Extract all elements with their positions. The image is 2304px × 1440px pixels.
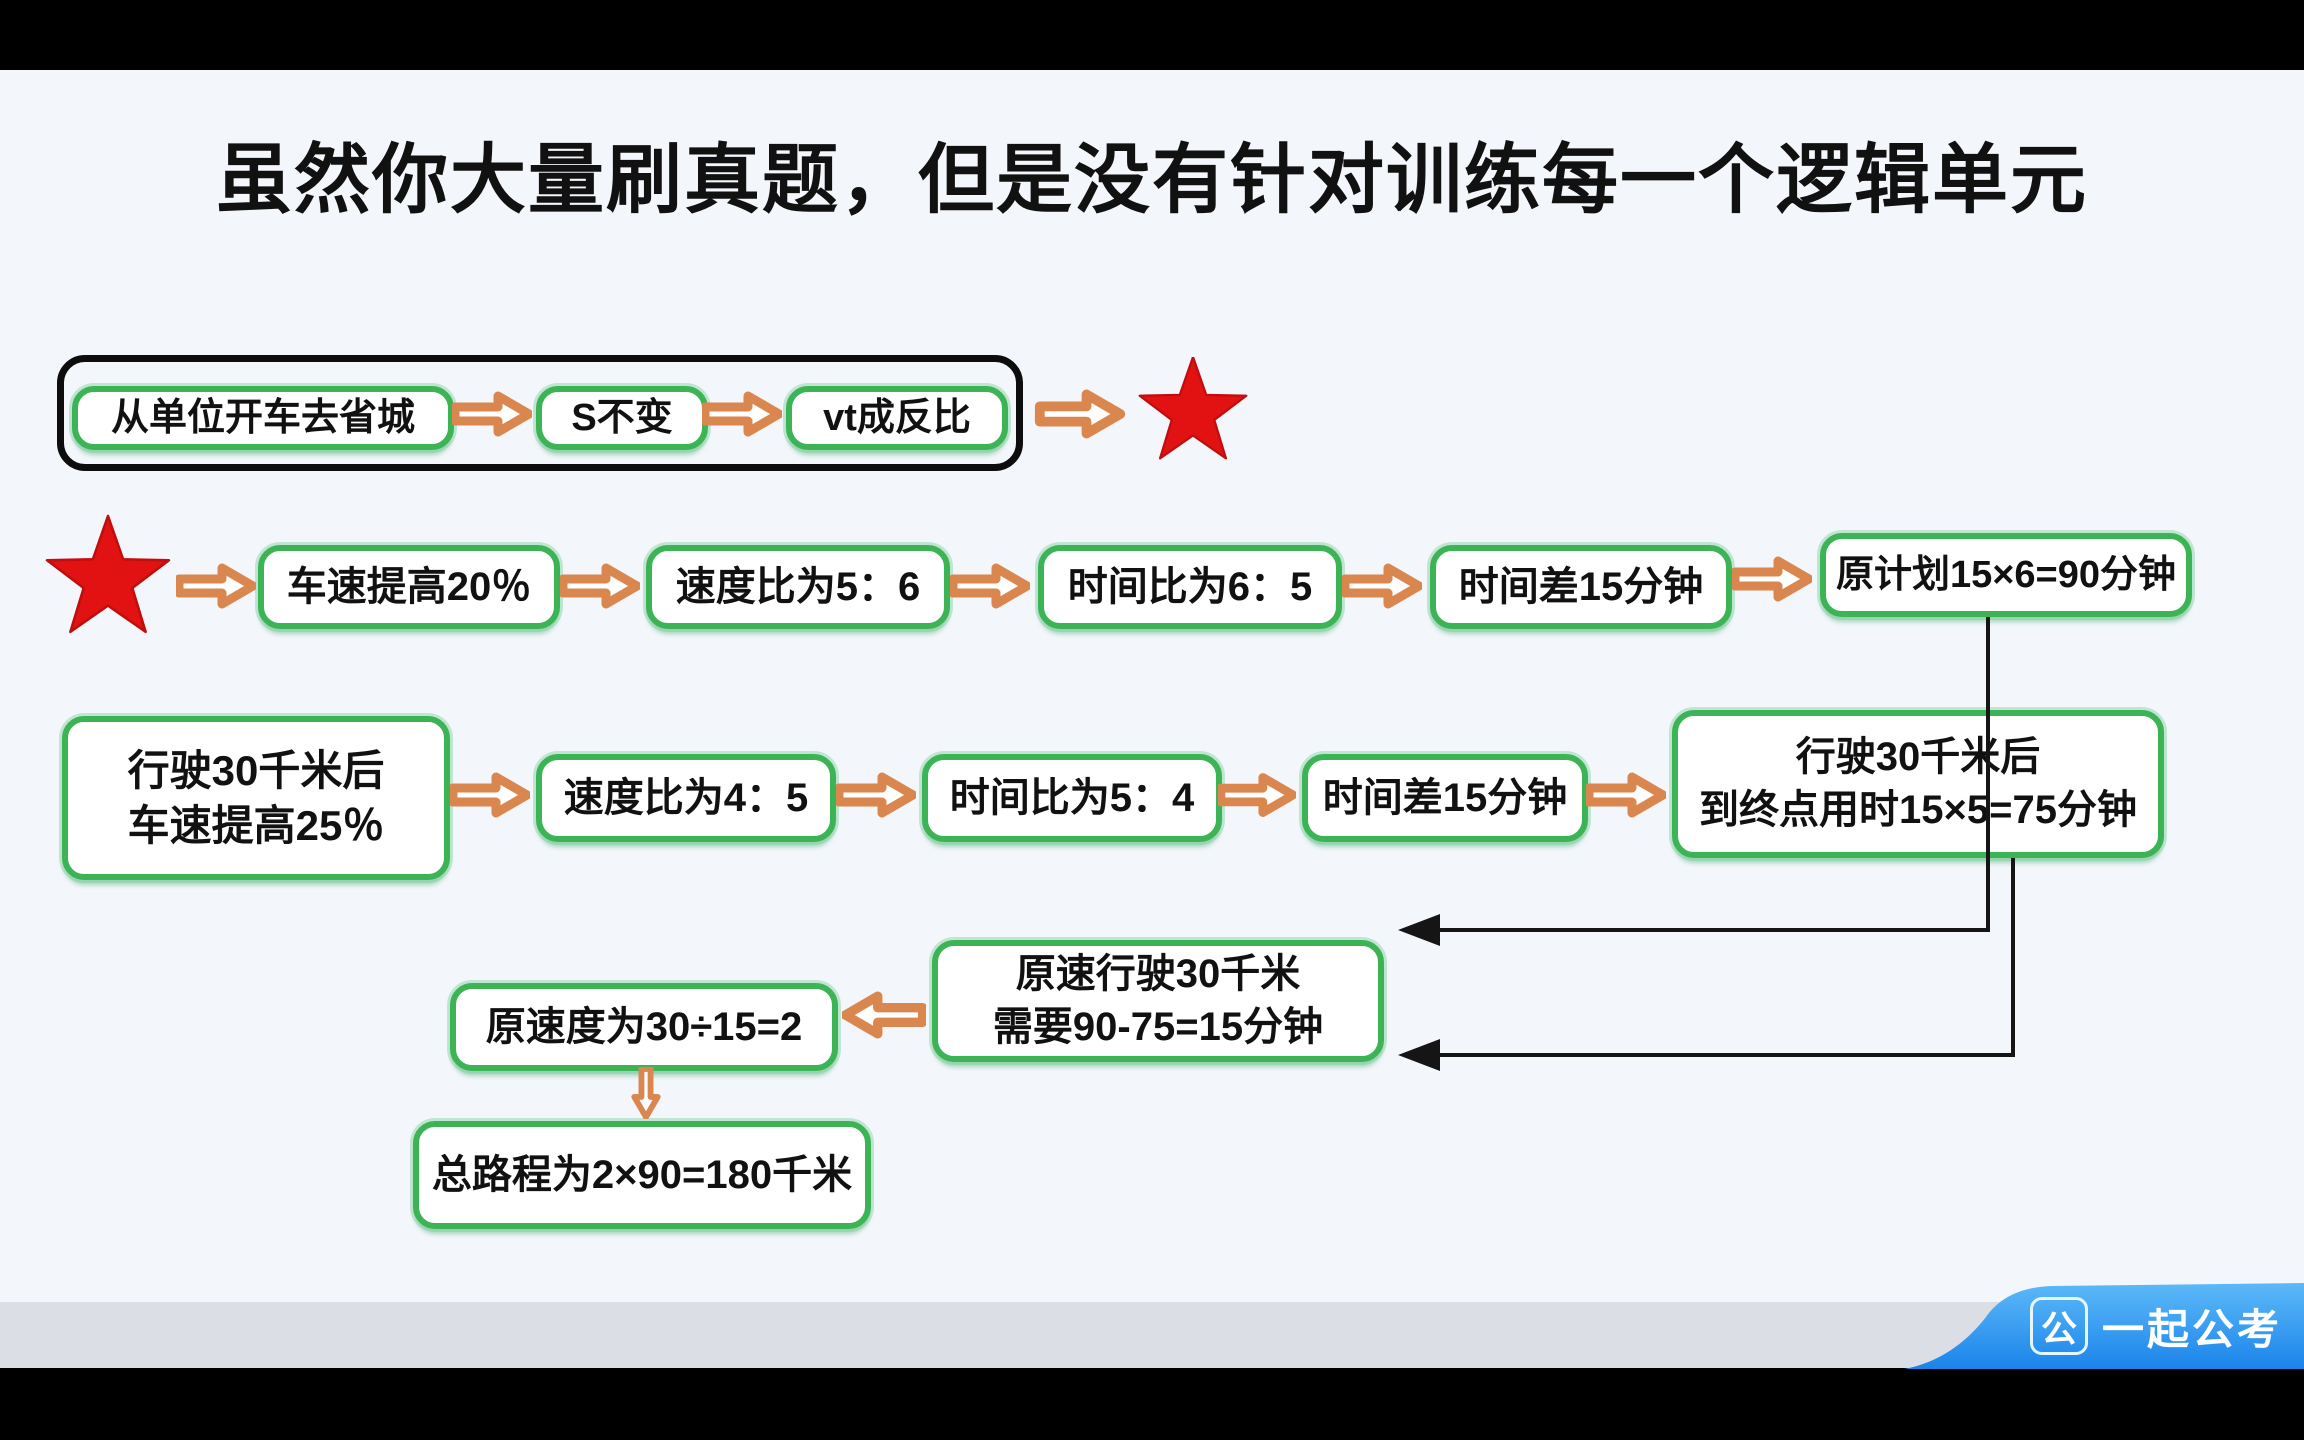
arrow-right-icon <box>1732 556 1812 602</box>
arrow-right-icon <box>1586 772 1666 818</box>
arrow-right-icon <box>950 563 1030 609</box>
flow-box-finish-75: 行驶30千米后 到终点用时15×5=75分钟 <box>1672 710 2164 858</box>
arrow-right-icon <box>1342 563 1422 609</box>
flow-box-s-constant: S不变 <box>536 386 708 450</box>
slide-title: 虽然你大量刷真题，但是没有针对训练每一个逻辑单元 <box>216 138 2088 223</box>
flow-box-original-speed-2: 原速度为30÷15=2 <box>450 983 838 1071</box>
flow-box-premise: 从单位开车去省城 <box>72 386 454 450</box>
flow-box-time-ratio-5-4: 时间比为5：4 <box>922 754 1222 842</box>
star-icon <box>44 514 172 646</box>
flow-box-total-distance-180: 总路程为2×90=180千米 <box>413 1121 871 1229</box>
letterbox-top <box>0 0 2304 70</box>
arrow-right-icon <box>452 391 532 437</box>
flow-box-vt-inverse: vt成反比 <box>786 386 1008 450</box>
flow-box-speed-up-20: 车速提高20％ <box>258 545 560 629</box>
flow-box-speed-ratio-5-6: 速度比为5：6 <box>646 545 950 629</box>
premise-group-frame <box>57 355 1023 471</box>
arrow-right-icon <box>836 772 916 818</box>
arrow-right-icon <box>1030 389 1130 439</box>
arrow-right-icon <box>1218 772 1296 818</box>
arrow-down-icon <box>623 1067 669 1119</box>
letterbox-bottom <box>0 1368 2304 1440</box>
gong-badge-icon: 公 <box>2029 1297 2088 1355</box>
arrow-left-icon <box>842 991 926 1039</box>
flow-box-time-diff-15b: 时间差15分钟 <box>1302 754 1588 842</box>
brand-logo: 公 一起公考 <box>1904 1283 2304 1369</box>
footer-gray-strip <box>0 1302 2304 1368</box>
flow-box-time-diff-15: 时间差15分钟 <box>1430 545 1732 629</box>
brand-logo-background <box>1904 1283 2304 1369</box>
arrow-right-icon <box>560 563 640 609</box>
arrow-right-icon <box>450 772 530 818</box>
flow-box-after-30km-25: 行驶30千米后 车速提高25％ <box>62 716 450 880</box>
arrow-right-icon <box>702 391 782 437</box>
flow-box-time-ratio-6-5: 时间比为6：5 <box>1038 545 1342 629</box>
brand-name: 一起公考 <box>2101 1305 2282 1353</box>
arrow-right-icon <box>176 563 256 609</box>
flow-box-need-15-min: 原速行驶30千米 需要90-75=15分钟 <box>932 940 1384 1062</box>
flow-box-speed-ratio-4-5: 速度比为4：5 <box>536 754 836 842</box>
star-icon <box>1137 357 1249 469</box>
flow-box-original-plan-90: 原计划15×6=90分钟 <box>1820 533 2192 617</box>
